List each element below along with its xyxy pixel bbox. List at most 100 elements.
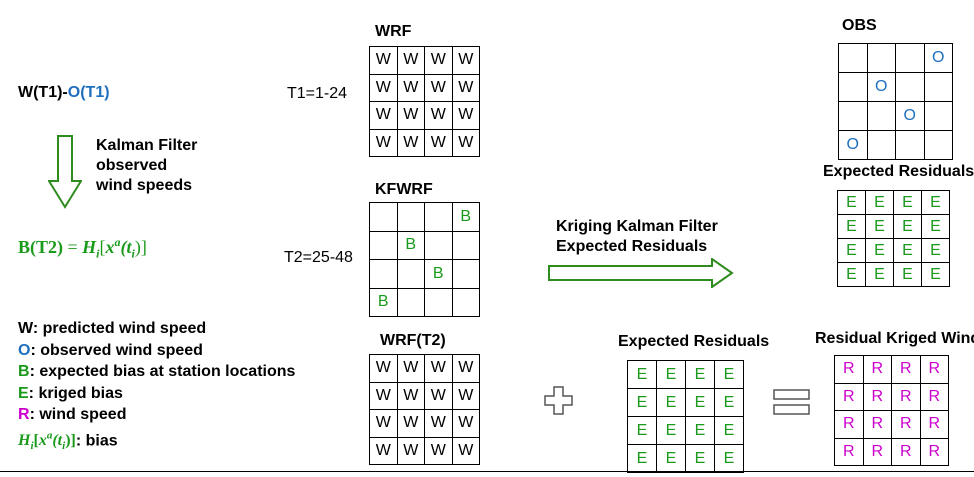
grid-cell <box>369 230 398 260</box>
grid-cell: E <box>921 214 950 239</box>
grid-cell <box>838 43 868 73</box>
expected-residuals-mid-title: Expected Residuals <box>618 333 770 350</box>
expected-residuals-top-title: Expected Residuals <box>823 163 974 180</box>
legend-key-e: E <box>18 384 29 402</box>
grid-cell <box>424 230 453 260</box>
grid-cell: W <box>369 436 398 465</box>
grid-cell: R <box>834 355 864 384</box>
grid-cell <box>396 259 425 289</box>
grid-cell <box>838 72 868 102</box>
grid-cell: R <box>919 410 949 439</box>
grid-cell: E <box>893 214 922 239</box>
grid-cell <box>369 259 398 289</box>
grid-cell: E <box>656 388 686 417</box>
grid-cell <box>396 202 425 232</box>
grid-cell: W <box>424 409 453 438</box>
grid-cell: E <box>837 262 866 287</box>
kalman-filter-line-2: observed <box>96 157 168 174</box>
obs-title: OBS <box>842 17 877 34</box>
grid-cell: W <box>396 73 425 102</box>
grid-cell: W <box>424 436 453 465</box>
formula-ti: i <box>131 246 135 261</box>
legend-key-r: R <box>18 406 30 423</box>
grid-cell: W <box>369 128 398 157</box>
bias-formula: B(T2) = Hi[xa(ti)] <box>18 235 147 262</box>
legend-h: H <box>18 431 31 449</box>
kriging-label-line-1: Kriging Kalman Filter <box>556 218 718 235</box>
grid-cell: R <box>834 410 864 439</box>
grid-cell: W <box>396 46 425 75</box>
legend-item-b: B: expected bias at station locations <box>18 361 295 383</box>
legend-key-b: B <box>18 363 30 380</box>
grid-row: B <box>369 287 480 317</box>
legend-text-o: : observed wind speed <box>30 341 203 359</box>
kriging-label: Kriging Kalman Filter Expected Residuals <box>556 217 718 257</box>
grid-cell: B <box>396 230 425 260</box>
legend-text-h: : bias <box>75 431 118 449</box>
grid-cell: O <box>866 72 896 102</box>
right-arrow-icon <box>548 258 734 288</box>
grid-cell: E <box>893 262 922 287</box>
grid-cell <box>923 72 953 102</box>
grid-cell: E <box>685 444 715 473</box>
grid-cell <box>923 130 953 160</box>
grid-cell: R <box>862 355 892 384</box>
grid-cell: W <box>369 46 398 75</box>
kriging-label-line-2: Expected Residuals <box>556 238 708 255</box>
grid-cell: E <box>685 360 715 389</box>
grid-cell: R <box>891 382 921 411</box>
legend-key-w: W <box>18 320 33 337</box>
grid-cell: O <box>895 101 925 131</box>
grid-cell: E <box>714 416 744 445</box>
grid-cell: W <box>369 73 398 102</box>
grid-cell: E <box>627 416 657 445</box>
legend-text-w: : predicted wind speed <box>32 320 207 337</box>
grid-cell <box>424 287 453 317</box>
formula-t: (t <box>120 237 132 257</box>
grid-cell: R <box>919 437 949 466</box>
grid-cell: E <box>837 238 866 263</box>
grid-cell: R <box>891 410 921 439</box>
grid-cell <box>451 259 480 289</box>
grid-cell: B <box>369 287 398 317</box>
grid-row: O <box>838 43 953 73</box>
grid-cell <box>369 202 398 232</box>
grid-cell: E <box>893 190 922 215</box>
grid-cell: E <box>714 360 744 389</box>
grid-cell: W <box>451 128 480 157</box>
grid-cell <box>866 43 896 73</box>
grid-cell: W <box>396 101 425 130</box>
grid-row: B <box>369 230 480 260</box>
legend-item-w: W: predicted wind speed <box>18 318 295 340</box>
grid-cell: B <box>424 259 453 289</box>
legend-h-close: )] <box>65 431 76 449</box>
grid-cell: E <box>921 262 950 287</box>
legend: W: predicted wind speed O: observed wind… <box>18 318 295 458</box>
grid-cell: W <box>396 409 425 438</box>
equals-icon <box>773 389 810 415</box>
grid-cell: W <box>424 46 453 75</box>
grid-cell <box>895 130 925 160</box>
bottom-divider <box>0 471 974 472</box>
grid-cell: R <box>862 437 892 466</box>
legend-item-r: R: wind speed <box>18 404 295 426</box>
grid-cell <box>866 130 896 160</box>
time-label-t2: T2=25-48 <box>284 249 353 266</box>
grid-row: B <box>369 259 480 289</box>
grid-cell: R <box>862 410 892 439</box>
grid-cell: W <box>369 409 398 438</box>
grid-row: B <box>369 202 480 232</box>
time-label-t1: T1=1-24 <box>287 85 348 102</box>
